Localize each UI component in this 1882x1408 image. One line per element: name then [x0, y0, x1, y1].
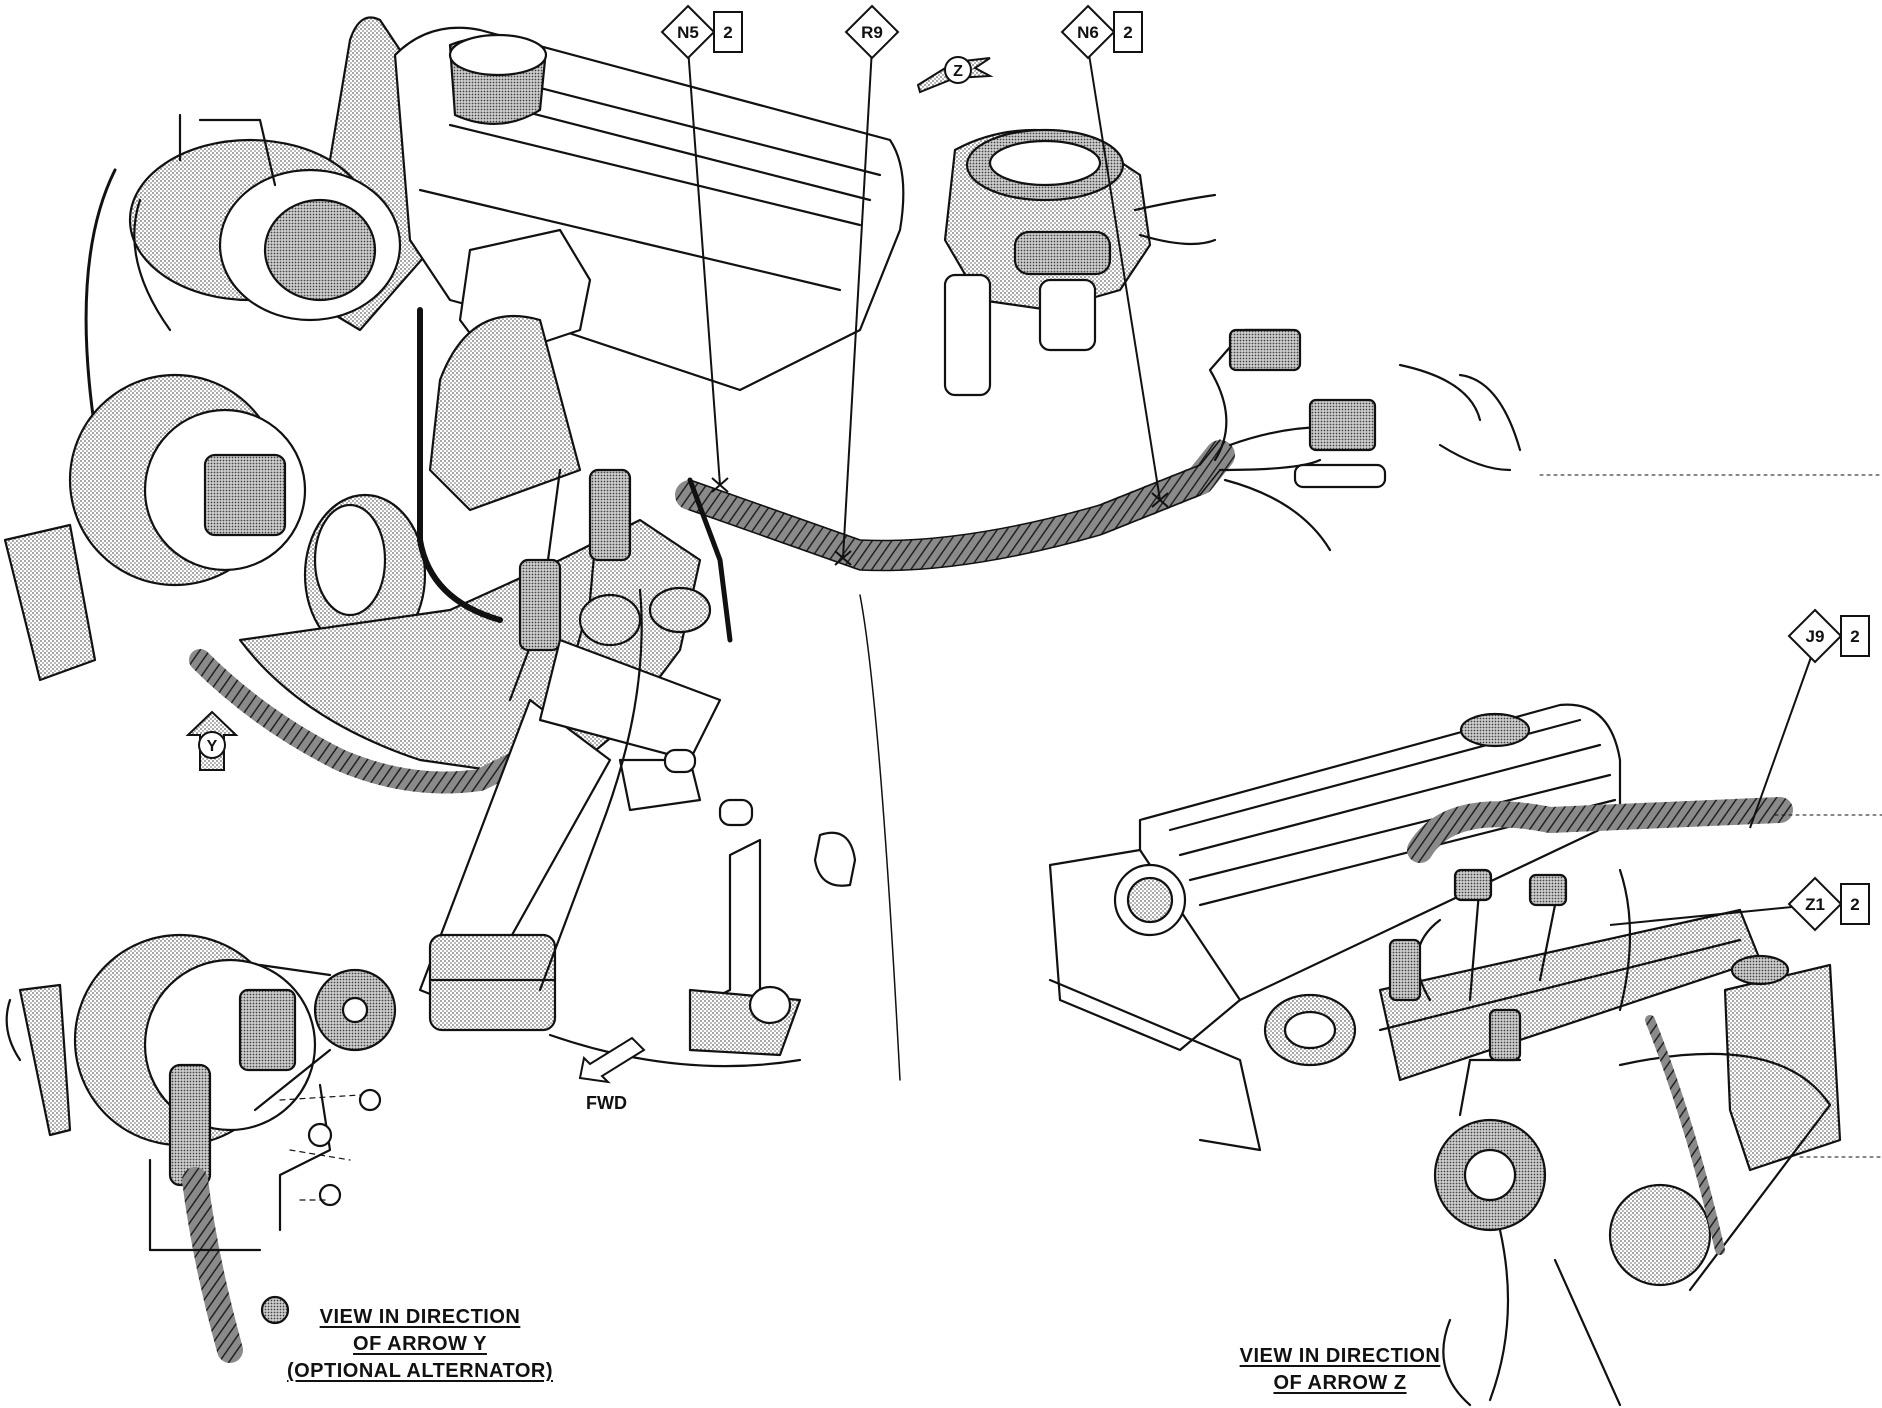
caption-y-line3: (OPTIONAL ALTERNATOR)	[286, 1360, 554, 1382]
n6-diamond	[1060, 4, 1116, 60]
caption-z-line1: VIEW IN DIRECTION	[1239, 1345, 1441, 1367]
j9-num: 2	[1850, 627, 1859, 646]
z1-num-box	[1840, 883, 1870, 925]
n5-num: 2	[723, 23, 732, 42]
callout-j9: J9 2	[1787, 608, 1870, 664]
pedal-pad	[428, 933, 557, 1032]
z1-code: Z1	[1805, 895, 1825, 914]
j9-num-box	[1840, 615, 1870, 657]
caption-view-arrow-y: VIEW IN DIRECTION OF ARROW Y (OPTIONAL A…	[270, 1304, 570, 1385]
n5-num-box	[713, 11, 743, 53]
z1-num: 2	[1850, 895, 1859, 914]
n5-leader	[687, 47, 721, 486]
inset-lower-harness	[1645, 1015, 1725, 1255]
inset-harness	[182, 1167, 243, 1363]
alternator-harness	[189, 649, 531, 794]
arrow-z-inset	[1048, 703, 1882, 1407]
callout-z1: Z1 2	[1787, 876, 1870, 932]
fwd-label: FWD	[586, 1093, 627, 1113]
fwd-arrow-icon	[578, 1036, 646, 1084]
r9-diamond	[844, 4, 900, 60]
n6-num: 2	[1123, 23, 1132, 42]
z1-leader	[1609, 904, 1813, 926]
arrow-y-label: Y	[207, 738, 218, 755]
caption-y-line2: OF ARROW Y	[353, 1333, 487, 1355]
view-arrow-z: Z	[916, 56, 994, 94]
n6-code: N6	[1077, 23, 1099, 42]
alternator-inset	[5, 933, 397, 1363]
callout-n6: N6 2	[1060, 4, 1143, 60]
main-harness	[675, 440, 1235, 571]
radiator-support	[3, 523, 97, 682]
callout-n5: N5 2	[660, 4, 743, 60]
z1-diamond	[1787, 876, 1843, 932]
callout-r9: R9	[844, 4, 900, 60]
harness-connector-a	[1308, 398, 1377, 452]
caption-view-arrow-z: VIEW IN DIRECTION OF ARROW Z	[1210, 1343, 1470, 1397]
n6-leader	[1087, 47, 1161, 501]
callout-leaders	[687, 47, 1816, 926]
j9-diamond	[1787, 608, 1843, 664]
j9-code: J9	[1806, 627, 1825, 646]
coil-housing	[428, 314, 582, 512]
drive-belt	[84, 168, 117, 432]
inset-filler-cap	[1459, 712, 1531, 748]
j9-leader	[1749, 645, 1816, 829]
caption-y-line1: VIEW IN DIRECTION	[319, 1306, 521, 1328]
n5-code: N5	[677, 23, 699, 42]
fwd-arrow	[578, 1036, 646, 1084]
caption-z-line2: OF ARROW Z	[1273, 1372, 1407, 1394]
r9-code: R9	[861, 23, 883, 42]
harness-connector-b	[1228, 328, 1302, 372]
arrow-z-label: Z	[953, 63, 963, 80]
inset-harness	[1407, 797, 1793, 863]
n6-num-box	[1113, 11, 1143, 53]
view-arrow-y: Y	[185, 710, 239, 771]
main-engine-view	[3, 16, 1882, 1081]
n5-diamond	[660, 4, 716, 60]
r9-leader	[842, 47, 873, 559]
